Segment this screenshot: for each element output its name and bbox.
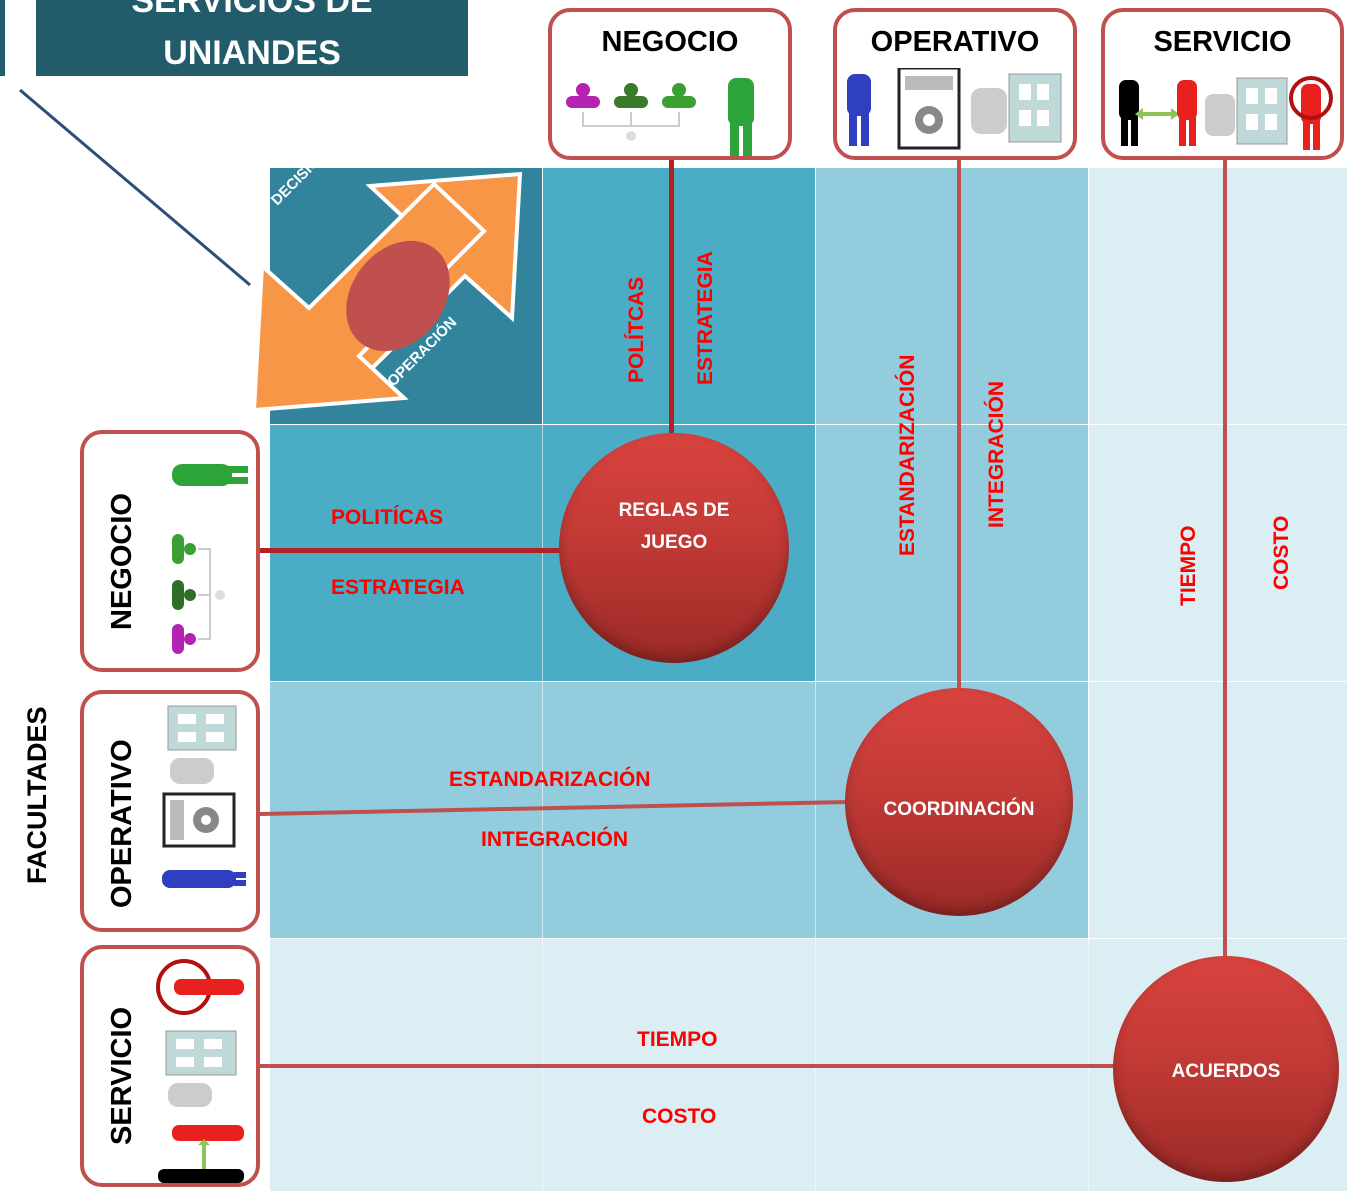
label-tiempo-vertical: TIEMPO [1177, 525, 1200, 606]
grid-hline-2 [270, 681, 1347, 682]
cell-r0-c2 [816, 168, 1088, 424]
label-politicas-vertical: POLÍTCAS [625, 276, 648, 383]
org-chart-people-icon [172, 464, 248, 654]
service-agreement-icon [1119, 76, 1333, 150]
label-costo-horizontal: COSTO [642, 1105, 717, 1128]
label-estandarizacion-horizontal: ESTANDARIZACIÓN [449, 768, 651, 791]
circle-coordinacion: COORDINACIÓN [845, 688, 1073, 916]
title-left-bar [0, 0, 5, 76]
column-header-label: OPERATIVO [870, 26, 1040, 58]
title-line-1: SERVICIOS DE [131, 0, 373, 20]
cell-r1-c2 [816, 425, 1088, 681]
cell-r1-c3 [1089, 425, 1347, 681]
circle-acuerdos: ACUERDOS [1113, 956, 1339, 1182]
title-line-2: UNIANDES [163, 34, 341, 72]
cell-r0-c3 [1089, 168, 1347, 424]
circle-label-line1: ACUERDOS [1171, 1061, 1281, 1082]
label-costo-vertical: COSTO [1270, 515, 1293, 590]
row-header-label: OPERATIVO [106, 739, 138, 908]
org-chart-people-icon [566, 78, 754, 156]
connector-servicio-vertical [1223, 160, 1227, 960]
decision-operation-arrows [251, 171, 523, 413]
service-agreement-icon [156, 959, 244, 1183]
column-header-negocio: NEGOCIO [548, 8, 792, 160]
row-header-negocio: NEGOCIO [80, 430, 260, 672]
cell-r2-c3 [1089, 682, 1347, 938]
connector-servicio-horizontal [260, 1064, 1115, 1068]
label-estandarizacion-vertical: ESTANDARIZACIÓN [896, 354, 919, 556]
circle-label-line1: REGLAS DE [618, 500, 730, 521]
grid-hline-1 [270, 424, 1347, 425]
label-integracion-vertical: INTEGRACIÓN [985, 381, 1008, 528]
connector-operativo-vertical [957, 160, 961, 695]
circle-label-line2: JUEGO [640, 532, 708, 553]
grid-vline-2 [815, 168, 816, 1191]
page-title: SERVICIOS DE UNIANDES [36, 0, 468, 76]
label-estrategia-vertical: ESTRATEGIA [694, 251, 717, 385]
row-header-label: SERVICIO [106, 1006, 138, 1145]
circle-label-line1: COORDINACIÓN [883, 799, 1035, 820]
operations-system-icon [162, 705, 246, 888]
column-header-label: NEGOCIO [601, 26, 739, 58]
row-header-servicio: SERVICIO [80, 945, 260, 1187]
cell-r0-c1 [543, 168, 815, 424]
label-tiempo-horizontal: TIEMPO [637, 1028, 718, 1051]
column-header-servicio: SERVICIO [1101, 8, 1344, 160]
grid-hline-3 [270, 938, 1347, 939]
column-header-operativo: OPERATIVO [833, 8, 1077, 160]
center-ellipse [346, 240, 450, 352]
title-pointer-line [19, 88, 251, 287]
circle-reglas-de-juego: REGLAS DE JUEGO [559, 433, 789, 663]
column-header-label: SERVICIO [1153, 26, 1292, 58]
grid-vline-3 [1088, 168, 1089, 1191]
row-header-operativo: OPERATIVO [80, 690, 260, 932]
facultades-label: FACULTADES [22, 706, 52, 885]
label-integracion-horizontal: INTEGRACIÓN [481, 828, 628, 851]
connector-operativo-horizontal [260, 800, 849, 816]
operations-system-icon [847, 68, 1062, 150]
connector-negocio-horizontal [260, 548, 565, 553]
label-politicas-horizontal: POLITÍCAS [331, 506, 444, 529]
connector-negocio-vertical [669, 160, 674, 440]
row-header-label: NEGOCIO [106, 493, 138, 630]
label-estrategia-horizontal: ESTRATEGIA [331, 576, 465, 599]
